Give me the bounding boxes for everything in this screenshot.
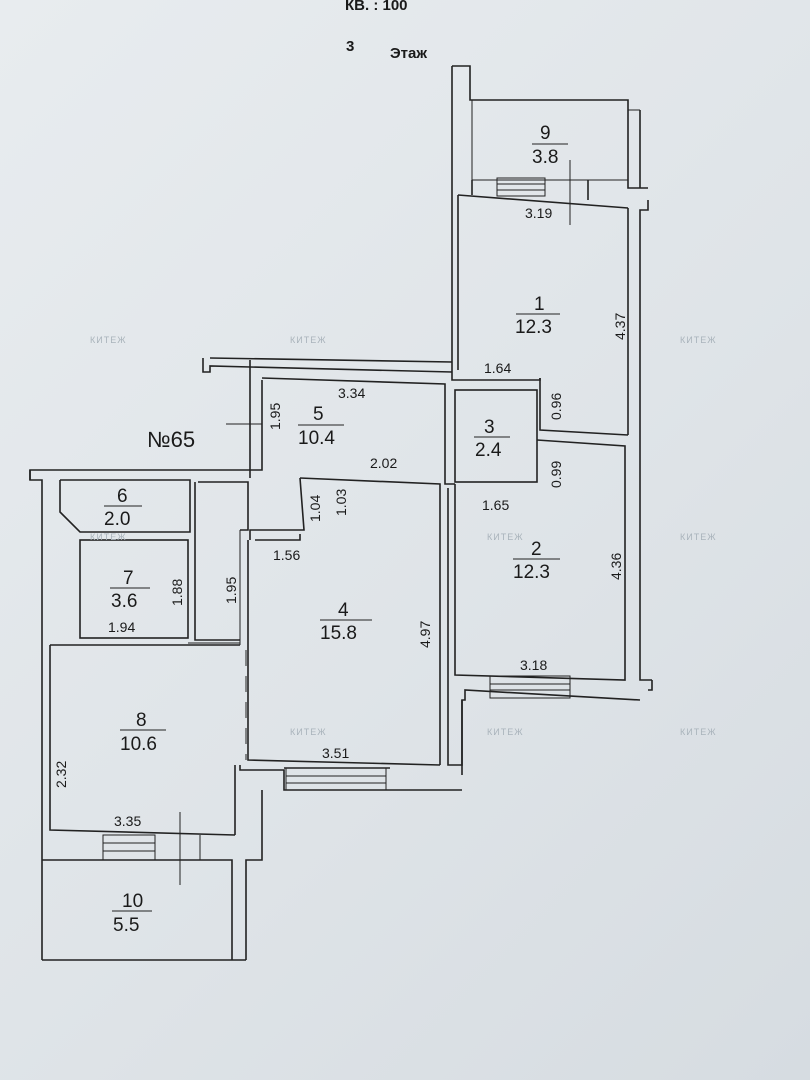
- dim-1-03: 1.03: [333, 489, 349, 516]
- dim-3-35: 3.35: [114, 813, 141, 829]
- dim-1-04: 1.04: [307, 495, 323, 522]
- dim-1-88: 1.88: [169, 579, 185, 606]
- walls: [29, 65, 653, 961]
- room-9-area: 3.8: [532, 147, 558, 168]
- room-3-number: 3: [484, 417, 495, 438]
- watermark: КИТЕЖ: [290, 335, 327, 345]
- room-10-number: 10: [122, 891, 143, 912]
- room-5-number: 5: [313, 404, 324, 425]
- watermark: КИТЕЖ: [680, 335, 717, 345]
- watermark: КИТЕЖ: [90, 532, 127, 542]
- room-6-number: 6: [117, 486, 128, 507]
- watermark: КИТЕЖ: [290, 727, 327, 737]
- dim-0-96: 0.96: [548, 393, 564, 420]
- floor-label: Этаж: [390, 45, 427, 62]
- room-7-number: 7: [123, 568, 134, 589]
- room-4-number: 4: [338, 600, 349, 621]
- floor-number: 3: [346, 38, 354, 55]
- dim-2-32: 2.32: [53, 761, 69, 788]
- room-8-area: 10.6: [120, 734, 157, 755]
- room-9-number: 9: [540, 123, 551, 144]
- room-5-area: 10.4: [298, 428, 335, 449]
- room-7-area: 3.6: [111, 591, 137, 612]
- dim-1-65: 1.65: [482, 497, 509, 513]
- room-labels: 9 3.8 1 12.3 3 2.4 2 12.3 5 10.4 6 2.0 7…: [104, 123, 568, 936]
- dim-4-36: 4.36: [608, 553, 624, 580]
- watermark: КИТЕЖ: [680, 532, 717, 542]
- watermark: КИТЕЖ: [90, 335, 127, 345]
- room-1-area: 12.3: [515, 317, 552, 338]
- room-4-area: 15.8: [320, 623, 357, 644]
- dim-4-97: 4.97: [417, 621, 433, 648]
- dim-1-64: 1.64: [484, 360, 511, 376]
- room-6-area: 2.0: [104, 509, 130, 530]
- dim-3-51: 3.51: [322, 745, 349, 761]
- room-2-number: 2: [531, 539, 542, 560]
- room-8-number: 8: [136, 710, 147, 731]
- dim-3-19: 3.19: [525, 205, 552, 221]
- watermark: КИТЕЖ: [487, 532, 524, 542]
- room-3-area: 2.4: [475, 440, 502, 461]
- dim-1-56: 1.56: [273, 547, 300, 563]
- header-top-text: КВ. : 100: [345, 0, 408, 14]
- watermark: КИТЕЖ: [680, 727, 717, 737]
- dim-1-94: 1.94: [108, 619, 135, 635]
- dim-2-02: 2.02: [370, 455, 397, 471]
- dim-1-95a: 1.95: [267, 403, 283, 430]
- dim-0-99: 0.99: [548, 461, 564, 488]
- watermark: КИТЕЖ: [487, 727, 524, 737]
- dim-3-18: 3.18: [520, 657, 547, 673]
- watermarks: КИТЕЖ КИТЕЖ КИТЕЖ КИТЕЖ КИТЕЖ КИТЕЖ КИТЕ…: [90, 335, 717, 737]
- dimensions: 3.19 4.37 1.64 0.96 0.99 1.65 4.36 3.18 …: [53, 205, 628, 829]
- apartment-label: №65: [147, 427, 195, 452]
- room-2-area: 12.3: [513, 562, 550, 583]
- room-10-area: 5.5: [113, 915, 139, 936]
- dim-4-37: 4.37: [612, 313, 628, 340]
- dim-1-95b: 1.95: [223, 577, 239, 604]
- room-1-number: 1: [534, 294, 545, 315]
- dim-3-34: 3.34: [338, 385, 365, 401]
